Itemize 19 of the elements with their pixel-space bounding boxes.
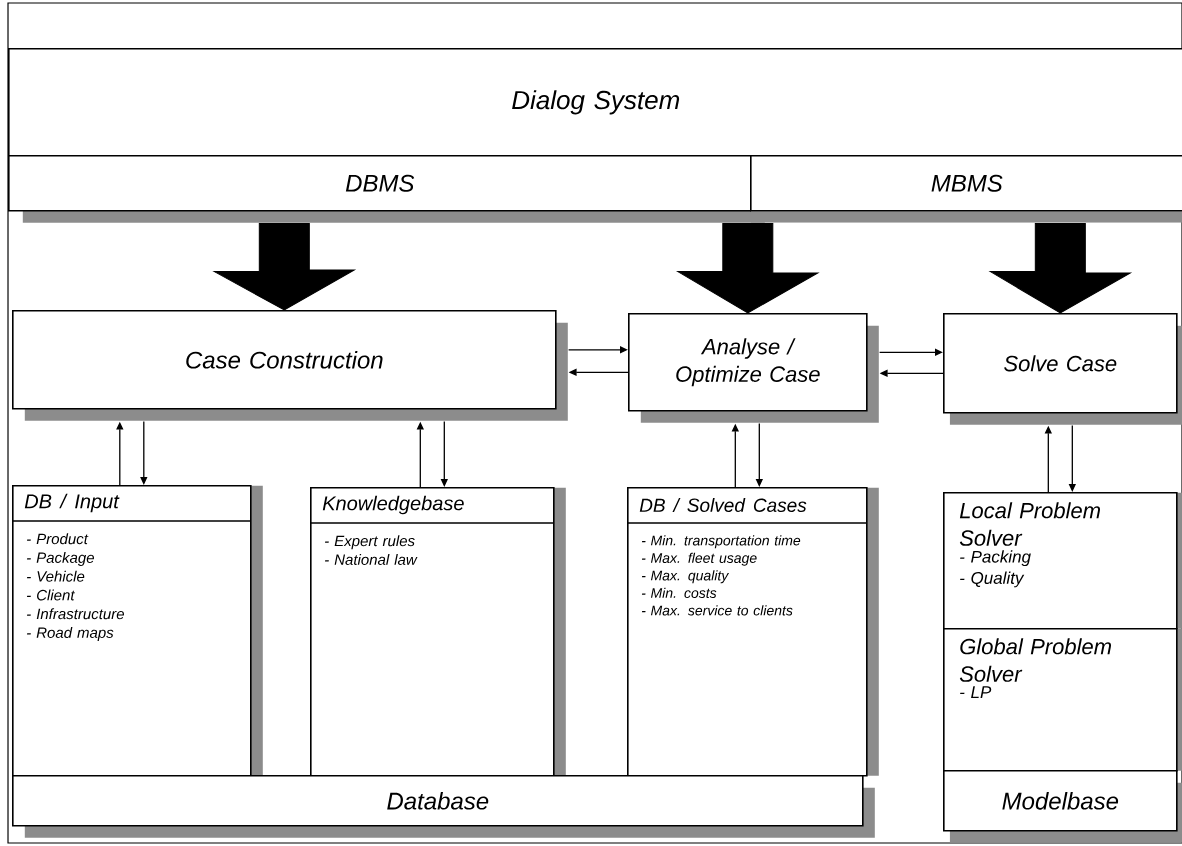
base-band: Modelbase xyxy=(943,770,1182,843)
solver-box: Global Problem Solver - LP xyxy=(943,628,1182,772)
arrow xyxy=(140,420,148,485)
block-arrow xyxy=(213,223,355,311)
process-box: Analyse / Optimize Case xyxy=(628,313,879,423)
node-label: Dialog System xyxy=(512,90,680,115)
arrow xyxy=(878,348,943,356)
list-box: DB / Input - Product - Package - Vehicle - Client - Infrastructure - Road maps xyxy=(11,485,263,777)
block-arrow xyxy=(677,223,819,314)
block-arrow xyxy=(989,223,1131,314)
list-box: Knowledgebase - Expert rules - National law xyxy=(309,487,566,777)
list-box: DB / Solved Cases - Min. transportation time - Max. fleet usage - Max. quality - Min. costs - Max. service to clients xyxy=(626,487,879,777)
band: DBMS xyxy=(8,155,765,223)
solver-box: Local Problem Solver - Packing - Quality xyxy=(943,492,1182,630)
process-box: Case Construction xyxy=(12,310,568,421)
arrow xyxy=(567,346,628,354)
base-band: Database xyxy=(12,775,875,838)
band: MBMS xyxy=(750,155,1182,223)
process-box: Solve Case xyxy=(943,313,1182,425)
